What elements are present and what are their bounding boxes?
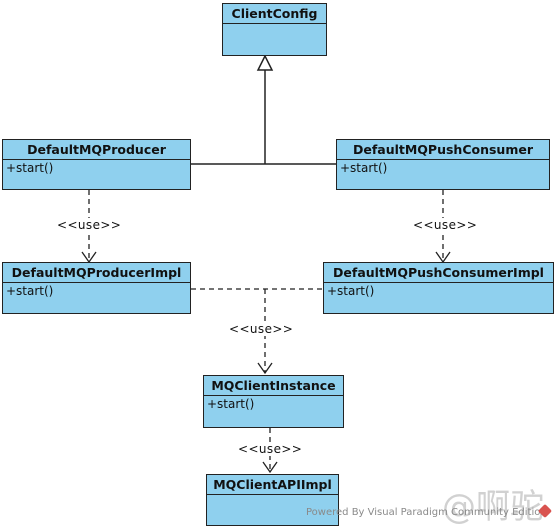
class-defaultmqproducer[interactable]: DefaultMQProducer +start(): [2, 139, 191, 190]
class-name: DefaultMQProducer: [3, 140, 190, 160]
class-name: MQClientInstance: [204, 376, 343, 396]
class-operation: +start(): [207, 397, 255, 411]
class-name: DefaultMQPushConsumer: [337, 140, 549, 160]
class-defaultmqproducerimpl[interactable]: DefaultMQProducerImpl +start(): [2, 262, 191, 314]
use-label-producer: <<use>>: [56, 218, 123, 232]
class-operation: +start(): [6, 161, 54, 175]
class-name: ClientConfig: [223, 4, 326, 24]
class-operation: +start(): [6, 284, 54, 298]
use-label-instance: <<use>>: [228, 322, 295, 336]
class-name: DefaultMQProducerImpl: [3, 263, 190, 283]
watermark-text: @啊驼: [442, 487, 544, 527]
class-clientconfig[interactable]: ClientConfig: [222, 3, 327, 56]
footer-text: Powered By Visual Paradigm Community Edi…: [306, 507, 547, 518]
class-defaultmqpushconsumerimpl[interactable]: DefaultMQPushConsumerImpl +start(): [323, 262, 554, 314]
class-operation: +start(): [340, 161, 388, 175]
inheritance-arrowhead: [256, 54, 274, 71]
use-label-consumer: <<use>>: [412, 218, 479, 232]
class-name: MQClientAPIImpl: [207, 475, 338, 495]
use-label-api: <<use>>: [237, 442, 304, 456]
generalization-lines: [191, 54, 336, 165]
class-defaultmqpushconsumer[interactable]: DefaultMQPushConsumer +start(): [336, 139, 550, 190]
class-mqclientinstance[interactable]: MQClientInstance +start(): [203, 375, 344, 428]
class-name: DefaultMQPushConsumerImpl: [324, 263, 553, 283]
class-operation: +start(): [327, 284, 375, 298]
class-mqclientapiimpl[interactable]: MQClientAPIImpl: [206, 474, 339, 526]
